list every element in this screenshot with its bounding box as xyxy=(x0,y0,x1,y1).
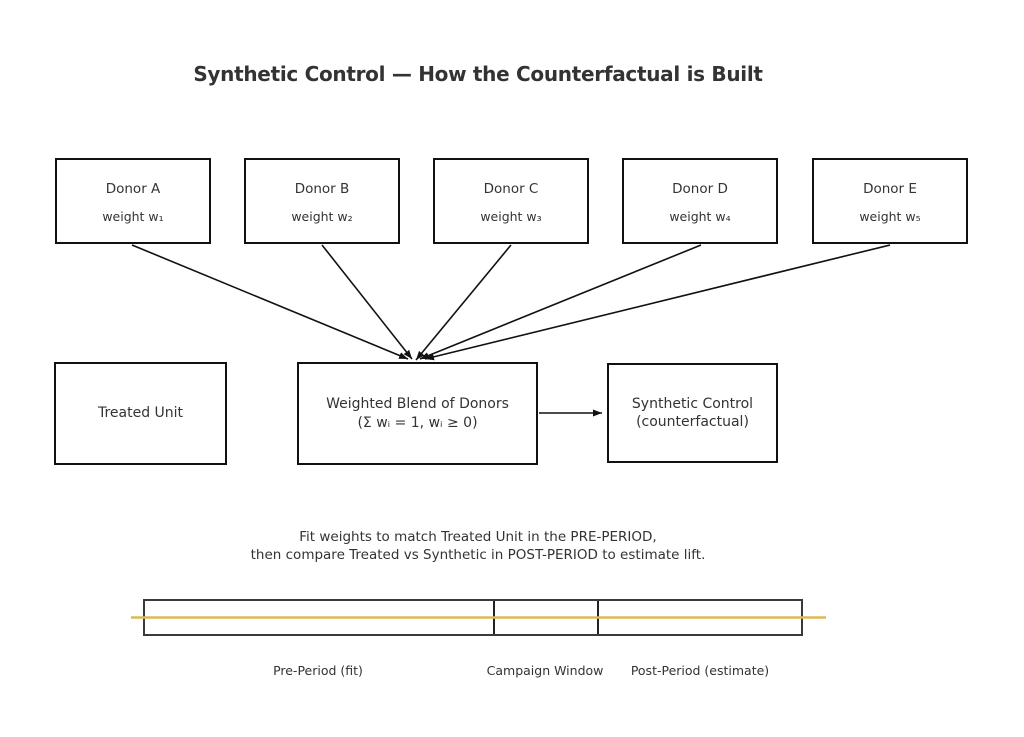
donor-name: Donor A xyxy=(105,181,161,197)
donor-box-a: Donor A weight w₁ xyxy=(55,158,211,244)
donor-box-c: Donor C weight w₃ xyxy=(433,158,589,244)
counterfactual-label: (counterfactual) xyxy=(636,414,749,430)
donor-name: Donor E xyxy=(863,181,917,197)
donor-name: Donor C xyxy=(483,181,539,197)
timeline-divider-1 xyxy=(493,601,495,634)
treated-unit-box: Treated Unit xyxy=(54,362,227,465)
donor-weight: weight w₂ xyxy=(291,209,353,224)
explanation-text: Fit weights to match Treated Unit in the… xyxy=(251,528,706,564)
synthetic-control-box: Synthetic Control (counterfactual) xyxy=(607,363,778,463)
donor-arrow-e xyxy=(424,244,891,361)
donor-arrow-a xyxy=(131,244,409,360)
timeline-box xyxy=(143,599,803,636)
timeline-divider-2 xyxy=(597,601,599,634)
donor-name: Donor D xyxy=(672,181,728,197)
donor-name: Donor B xyxy=(294,181,350,197)
donor-weight: weight w₅ xyxy=(859,209,921,224)
timeline-label-campaign-window: Campaign Window xyxy=(486,663,604,678)
donor-weight: weight w₃ xyxy=(480,209,542,224)
donor-weight: weight w₁ xyxy=(102,209,164,224)
diagram-title: Synthetic Control — How the Counterfactu… xyxy=(193,62,763,86)
weighted-blend-box: Weighted Blend of Donors (Σ wᵢ = 1, wᵢ ≥… xyxy=(297,362,538,465)
donor-arrow-d xyxy=(419,244,702,360)
synthetic-control-label: Synthetic Control xyxy=(631,396,754,412)
donor-box-b: Donor B weight w₂ xyxy=(244,158,400,244)
treated-unit-label: Treated Unit xyxy=(97,405,184,421)
weighted-blend-label: Weighted Blend of Donors xyxy=(326,395,509,412)
weight-constraint-label: (Σ wᵢ = 1, wᵢ ≥ 0) xyxy=(357,414,478,431)
donor-box-e: Donor E weight w₅ xyxy=(812,158,968,244)
donor-arrow-b xyxy=(321,244,413,360)
donor-arrow-c xyxy=(415,244,512,361)
timeline-label-post-period: Post-Period (estimate) xyxy=(630,663,770,678)
explanation-line-2: then compare Treated vs Synthetic in POS… xyxy=(250,547,706,563)
donor-weight: weight w₄ xyxy=(669,209,731,224)
explanation-line-1: Fit weights to match Treated Unit in the… xyxy=(299,529,657,545)
timeline-label-pre-period: Pre-Period (fit) xyxy=(273,663,363,678)
donor-box-d: Donor D weight w₄ xyxy=(622,158,778,244)
